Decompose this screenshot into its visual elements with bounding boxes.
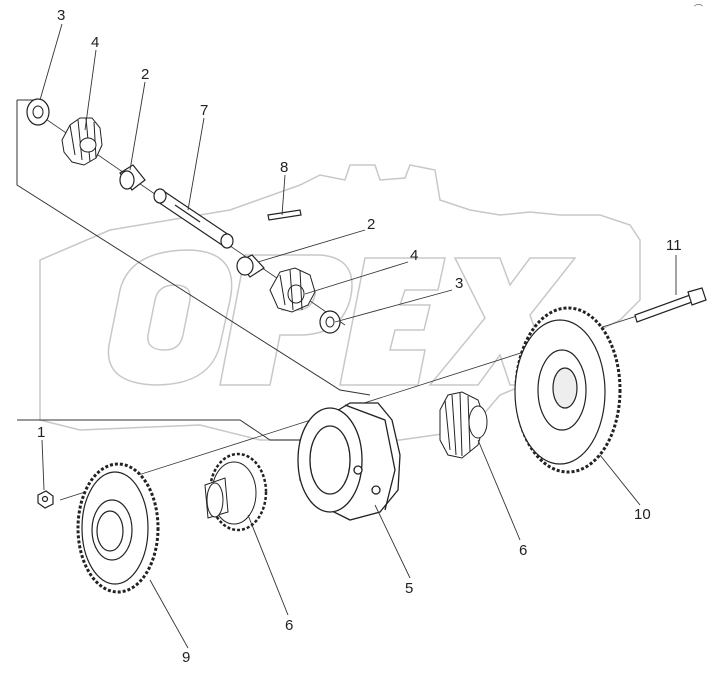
- callout-2-mid: 2: [367, 216, 376, 233]
- callout-5: 5: [405, 580, 414, 597]
- leader-3-top: [39, 23, 63, 101]
- assembly-bracket-lower: [17, 419, 300, 441]
- leader-4-top: [84, 49, 97, 131]
- callout-2-top: 2: [141, 66, 150, 83]
- callout-10: 10: [634, 506, 651, 523]
- pinion-gear-middle: [269, 267, 316, 313]
- bolt: [634, 287, 707, 323]
- washer-middle: [319, 310, 341, 334]
- cross-shaft: [153, 188, 234, 249]
- differential-case: [297, 402, 401, 521]
- leader-9: [149, 579, 189, 649]
- callout-9: 9: [182, 649, 191, 666]
- watermark-letter-o: [107, 249, 233, 386]
- bushing-top: [119, 164, 146, 191]
- callout-6-right: 6: [519, 542, 528, 559]
- callout-11: 11: [666, 237, 682, 254]
- leader-6-right: [477, 439, 521, 541]
- spur-gear-small: [76, 462, 160, 594]
- nut: [37, 490, 54, 509]
- leader-lines: [39, 23, 677, 649]
- ring-gear: [514, 306, 622, 474]
- leader-7: [187, 117, 205, 211]
- watermark-letter-e: [339, 257, 446, 386]
- leader-8: [281, 174, 286, 216]
- leader-6-left: [247, 514, 289, 616]
- callout-4-top: 4: [91, 34, 100, 51]
- leader-4-mid: [304, 261, 409, 295]
- callout-3-mid: 3: [455, 275, 464, 292]
- corner-mark: ⌒: [693, 4, 703, 14]
- side-bevel-gear-right: [439, 391, 488, 459]
- callout-6-left: 6: [285, 617, 294, 634]
- callout-1: 1: [37, 424, 46, 441]
- side-bevel-gear-left: [204, 452, 268, 532]
- leader-3-mid: [334, 289, 453, 323]
- leader-2-mid: [257, 229, 366, 263]
- callout-8: 8: [280, 159, 289, 176]
- leader-10: [599, 454, 641, 506]
- leader-1: [41, 439, 45, 491]
- leader-2-top: [129, 81, 146, 171]
- leader-5: [374, 504, 411, 579]
- callout-7: 7: [200, 102, 209, 119]
- callout-4-mid: 4: [410, 247, 419, 264]
- pinion-gear-top: [61, 117, 103, 166]
- pin: [267, 209, 302, 221]
- bushing-middle: [236, 254, 265, 278]
- washer-top: [26, 98, 50, 126]
- assembly-bracket-upper: [16, 100, 371, 396]
- callout-3-top: 3: [57, 7, 66, 24]
